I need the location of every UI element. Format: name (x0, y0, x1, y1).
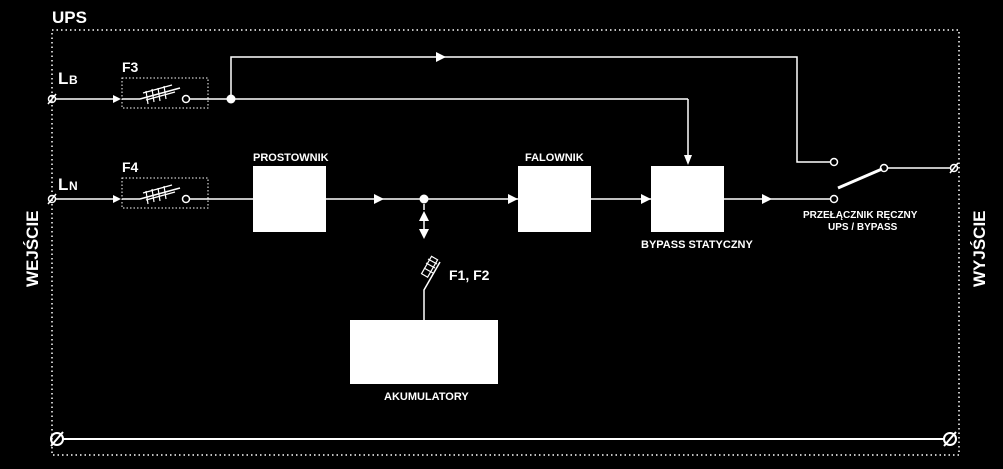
input-ln-sub: N (69, 179, 78, 193)
arrow-icon (113, 195, 121, 203)
arrow-down-icon (419, 229, 429, 239)
manual-switch (829, 157, 950, 204)
arrow-icon (684, 155, 692, 165)
input-lb-terminal (47, 94, 57, 104)
arrow-up-icon (419, 211, 429, 221)
fuse-f3-label: F3 (122, 59, 139, 75)
arrow-icon (113, 95, 121, 103)
input-ln: L N (47, 175, 121, 205)
pe-line (50, 431, 957, 447)
fuse-f1f2-label: F1, F2 (449, 267, 490, 283)
battery-branch (423, 204, 441, 320)
input-ln-label: L (58, 175, 68, 194)
arrow-icon (641, 194, 651, 204)
rectifier-label: PROSTOWNIK (253, 152, 329, 164)
static-bypass-label: BYPASS STATYCZNY (641, 239, 754, 251)
output-side-label: WYJŚCIE (970, 210, 989, 287)
switch-label-line1: PRZEŁĄCZNIK RĘCZNY (803, 210, 918, 221)
static-bypass-block (651, 166, 724, 232)
inverter-block (518, 166, 591, 232)
input-side-label: WEJŚCIE (23, 210, 42, 287)
arrow-icon (436, 52, 446, 62)
input-lb-sub: B (69, 73, 78, 87)
arrow-icon (762, 194, 772, 204)
fuse-f1f2 (420, 255, 439, 278)
input-lb: L B (47, 69, 121, 105)
input-ln-terminal (47, 194, 57, 204)
ups-enclosure (51, 29, 960, 456)
bypass-line (208, 56, 831, 163)
input-lb-label: L (58, 69, 68, 88)
inverter-label: FALOWNIK (525, 152, 584, 164)
switch-label-line2: UPS / BYPASS (828, 222, 898, 233)
rectifier-block (253, 166, 326, 232)
arrow-icon (374, 194, 384, 204)
batteries-block (350, 320, 498, 384)
batteries-label: AKUMULATORY (384, 391, 469, 403)
fuse-f4-label: F4 (122, 159, 139, 175)
fuse-f3: F3 (121, 59, 209, 109)
junction-dot (419, 194, 429, 204)
arrow-icon (508, 194, 518, 204)
output-terminal (949, 162, 959, 174)
ups-title: UPS (52, 8, 87, 27)
fuse-f4: F4 (121, 159, 209, 209)
junction-dot (226, 94, 236, 104)
